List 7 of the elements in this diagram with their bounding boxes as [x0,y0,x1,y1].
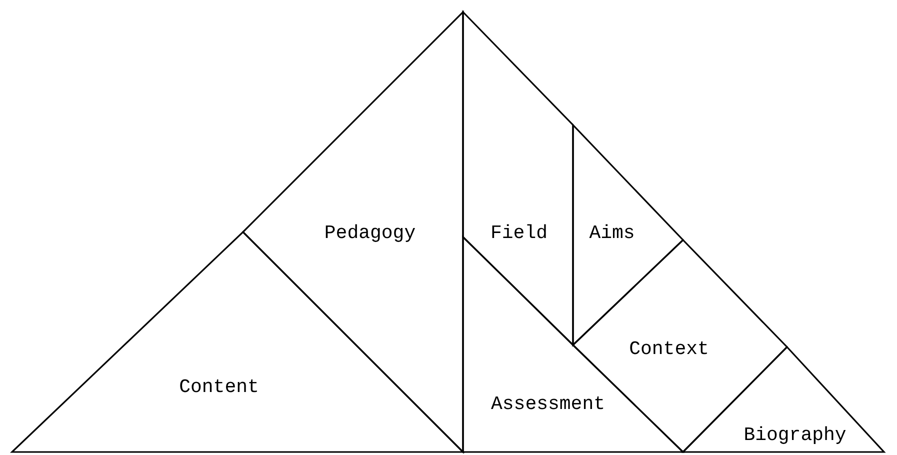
section-label: Field [490,222,548,244]
section-label: Context [629,338,709,360]
section-label: Aims [589,222,635,244]
section-label: Pedagogy [324,222,416,244]
section-label: Assessment [490,393,606,415]
section-label: Content [179,376,259,398]
section-label: Biography [744,424,846,446]
